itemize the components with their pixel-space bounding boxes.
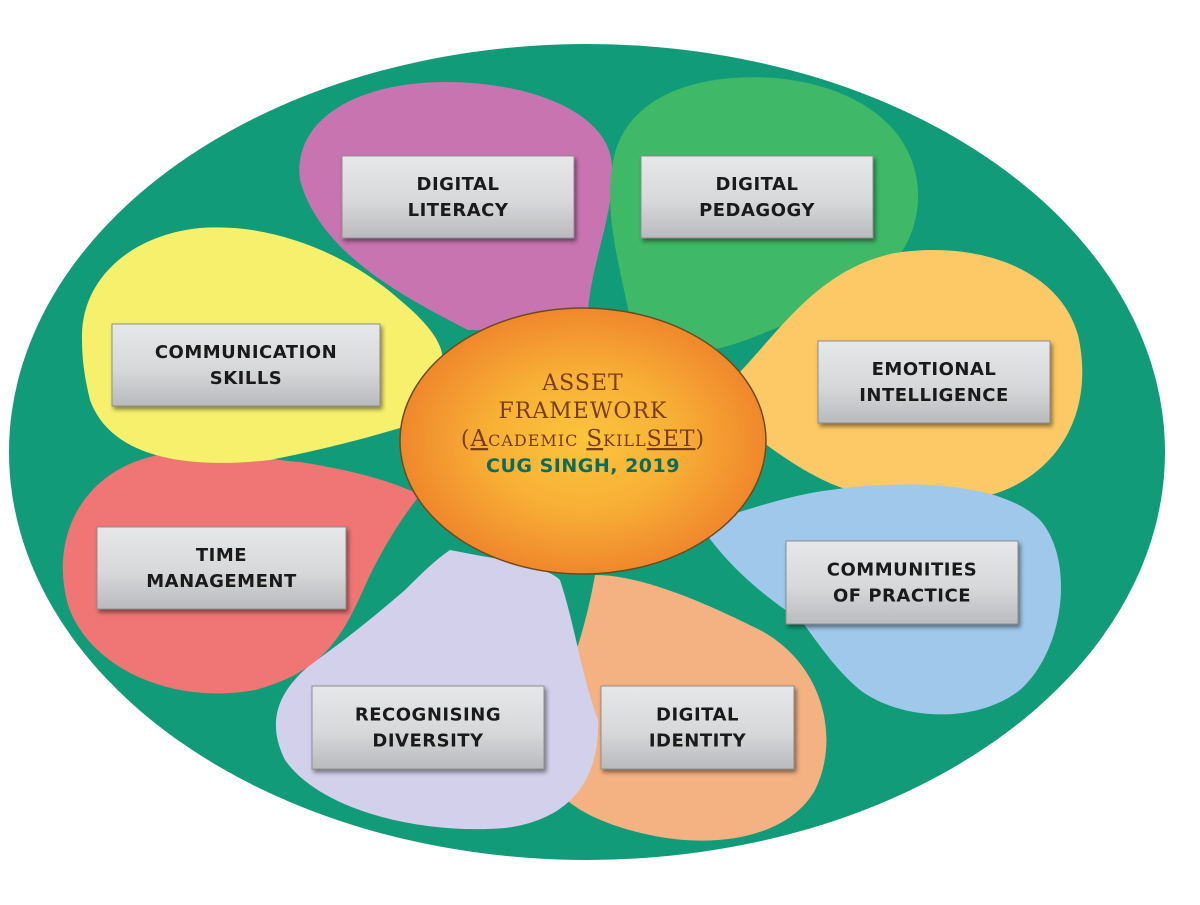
label-group: DIGITAL LITERACY DIGITAL PEDAGOGY EMOTIONAL I… bbox=[96, 155, 1051, 770]
label-box-emotional-intelligence: EMOTIONAL INTELLIGENCE bbox=[817, 340, 1051, 424]
label-box-rect bbox=[111, 323, 381, 407]
center-title-line2: FRAMEWORK bbox=[499, 399, 668, 424]
label-text-communication-skills-line2: SKILLS bbox=[210, 368, 283, 389]
label-text-digital-pedagogy-line1: DIGITAL bbox=[716, 174, 799, 195]
label-text-communication-skills-line1: COMMUNICATION bbox=[155, 342, 337, 363]
label-box-rect bbox=[311, 685, 545, 770]
label-box-rect bbox=[817, 340, 1051, 424]
label-text-emotional-intelligence-line2: INTELLIGENCE bbox=[859, 385, 1009, 406]
label-text-time-management-line2: MANAGEMENT bbox=[146, 571, 297, 592]
label-text-recognising-diversity-line2: DIVERSITY bbox=[372, 731, 484, 752]
line3-open: ( bbox=[461, 427, 471, 452]
label-text-time-management-line1: TIME bbox=[196, 545, 247, 566]
label-text-digital-identity-line1: DIGITAL bbox=[656, 705, 739, 726]
label-box-time-management: TIME MANAGEMENT bbox=[96, 526, 347, 610]
label-box-communities-of-practice: COMMUNITIES OF PRACTICE bbox=[785, 540, 1019, 625]
label-box-recognising-diversity: RECOGNISING DIVERSITY bbox=[311, 685, 545, 770]
label-box-digital-pedagogy: DIGITAL PEDAGOGY bbox=[640, 155, 874, 239]
label-box-rect bbox=[785, 540, 1019, 625]
line3-a-rest: CADEMIC bbox=[488, 431, 578, 450]
label-box-rect bbox=[96, 526, 347, 610]
line3-close: ) bbox=[695, 427, 705, 452]
label-text-digital-pedagogy-line2: PEDAGOGY bbox=[699, 200, 815, 221]
label-text-digital-literacy-line1: DIGITAL bbox=[417, 174, 500, 195]
center-title-line1: ASSET bbox=[541, 371, 623, 396]
label-box-rect bbox=[341, 155, 575, 239]
label-text-communities-of-practice-line2: OF PRACTICE bbox=[833, 586, 971, 607]
center-node: ASSET FRAMEWORK (ACADEMIC SKILLSET) CUG … bbox=[399, 307, 767, 575]
label-text-digital-identity-line2: IDENTITY bbox=[649, 731, 747, 752]
label-text-digital-literacy-line2: LITERACY bbox=[408, 200, 509, 221]
line3-set: SET bbox=[647, 427, 696, 452]
center-ellipse bbox=[399, 307, 767, 575]
label-text-communities-of-practice-line1: COMMUNITIES bbox=[827, 560, 977, 581]
line3-s-initial: S bbox=[586, 426, 603, 452]
label-box-digital-literacy: DIGITAL LITERACY bbox=[341, 155, 575, 239]
center-author: CUG SINGH, 2019 bbox=[486, 455, 680, 477]
line3-a-initial: A bbox=[470, 426, 489, 452]
label-box-rect bbox=[640, 155, 874, 239]
line3-s-rest: KILL bbox=[603, 431, 647, 450]
center-title-line3: (ACADEMIC SKILLSET) bbox=[461, 426, 705, 452]
line3-gap bbox=[578, 427, 586, 452]
label-text-recognising-diversity-line1: RECOGNISING bbox=[355, 705, 501, 726]
label-box-digital-identity: DIGITAL IDENTITY bbox=[600, 685, 795, 770]
label-box-communication-skills: COMMUNICATION SKILLS bbox=[111, 323, 381, 407]
label-box-rect bbox=[600, 685, 795, 770]
label-text-emotional-intelligence-line1: EMOTIONAL bbox=[872, 359, 997, 380]
